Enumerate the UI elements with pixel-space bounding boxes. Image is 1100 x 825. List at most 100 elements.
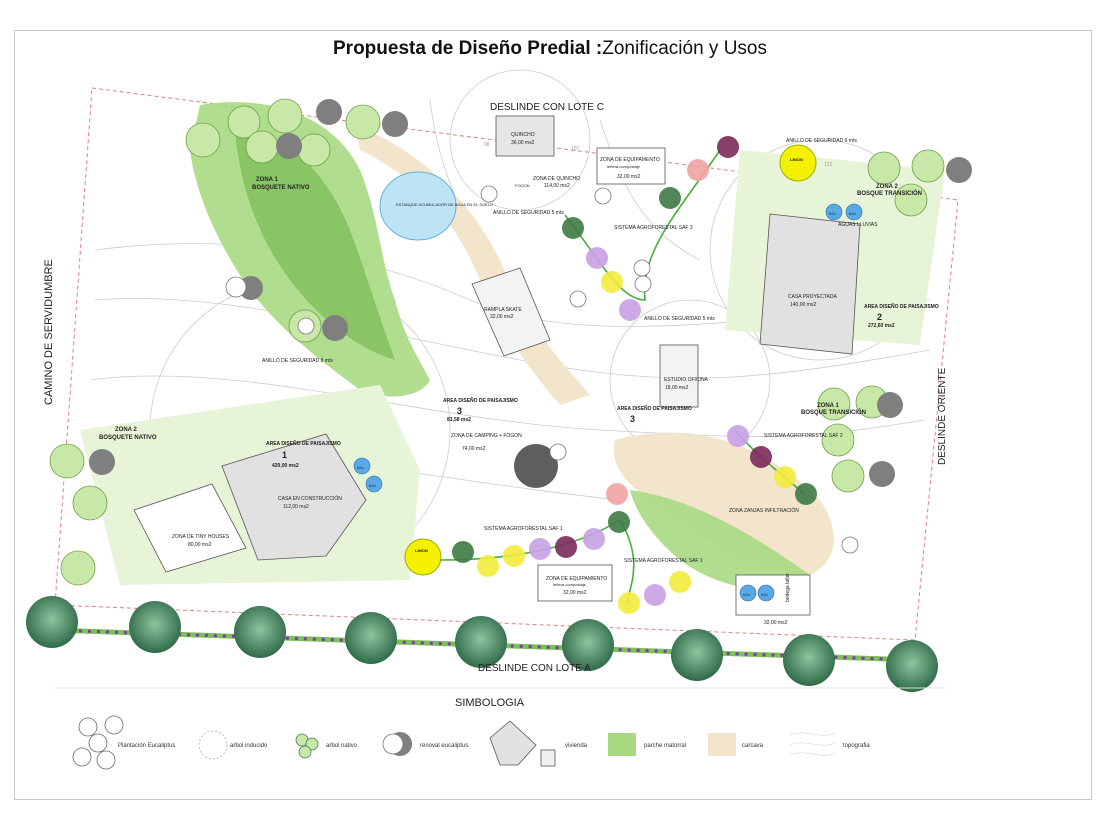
h2o-mid-2: h2o: [369, 483, 376, 488]
estudio-oficina-building: [659, 344, 699, 408]
area3-title: AREA DISEÑO DE PAISAJISMO: [443, 397, 518, 404]
ring3-label: ANILLO DE SEGURIDAD 8 mts: [262, 358, 333, 364]
saf1a-label: SISTEMA AGROFORESTAL SAF 1: [484, 526, 563, 532]
area3-size: 83,58 ms2: [447, 417, 471, 423]
limon-tree-bottom: [404, 538, 442, 576]
h2o-bot-1: h2o: [743, 592, 750, 597]
legend-symbol-renoval: [382, 732, 412, 756]
quincho-label: QUINCHO: [511, 132, 535, 138]
legend-label-4: vivienda: [565, 743, 588, 749]
h2o-bot-2: h2o: [761, 592, 768, 597]
zanjas-label: ZONA ZANJAS INFILTRACIÓN: [729, 507, 799, 514]
area2-size: 272,60 ms2: [868, 323, 895, 329]
casa-construccion-building: [221, 433, 367, 561]
legend-symbol-arbol-inducido: [198, 730, 228, 760]
z1-trans-sub: BOSQUE TRANSICIÓN: [801, 408, 866, 416]
z1-trans-title: ZONA 1: [817, 403, 839, 409]
rampla-size: 32,00 ms2: [490, 314, 514, 320]
green-patch-south: [630, 490, 810, 590]
legend-label-1: arbol inducido: [230, 743, 268, 749]
legend-symbol-arbol-nativo: [295, 733, 319, 759]
title-bold: Propuesta de Diseño Predial :: [333, 38, 603, 59]
bodega-label: bodega taller: [785, 573, 791, 602]
legend-label-0: Plantación Eucaliptus: [118, 743, 175, 749]
limon-top-label: LIMON: [790, 157, 803, 162]
hedge-trees: [26, 596, 938, 692]
estudio-size: 18,00 ms2: [665, 385, 689, 391]
equip-bot-size: 32,00 ms2: [563, 590, 587, 596]
equip-bot-sub: leñera-compostaje: [553, 582, 587, 587]
rampla-skate-building: [471, 267, 551, 357]
h2o-top-2: h2o: [849, 211, 856, 216]
equip-top-sub: leñera-compostaje: [607, 164, 641, 169]
estanque-label: ESTANQUE ACUMULADOR DE AGUA EN EL SUELO: [396, 202, 493, 207]
z2-trans-sub: BOSQUE TRANSICIÓN: [857, 189, 922, 197]
legend-label-6: carcava: [742, 743, 764, 749]
saf1b-label: SISTEMA AGROFORESTAL SAF 1: [624, 558, 703, 564]
equipamento-top-building: [596, 147, 666, 185]
z2-trans-title: ZONA 2: [876, 184, 898, 190]
h2o-mid-1: h2o: [357, 465, 364, 470]
area2-title: AREA DISEÑO DE PAISAJISMO: [864, 303, 939, 310]
equipamiento-bottom-building: [537, 564, 613, 602]
num-98: 98: [484, 142, 490, 148]
area3b-title: AREA DISEÑO DE PAISAJISMO: [617, 405, 692, 412]
area3-num: 3: [457, 406, 462, 416]
casa-proy-label: CASA PROYECTADA: [788, 294, 837, 300]
equip-bot-label: ZONA DE EQUIPAMIENTO: [546, 576, 607, 582]
legend-label-7: topografia: [843, 743, 870, 749]
area3b-num: 3: [630, 414, 635, 424]
zona1-bosquete-nativo-core: [235, 130, 395, 360]
legend-symbol-topografia: [789, 732, 836, 756]
saf2-label: SISTEMA AGROFORESTAL SAF 2: [764, 433, 843, 439]
water-tanks: [353, 203, 863, 602]
page-title: Propuesta de Diseño Predial :Zonificació…: [0, 38, 1100, 60]
rampla-label: RAMPLA SKATE: [484, 307, 522, 313]
boundary-west-label: CAMINO DE SERVIDUMBRE: [43, 259, 55, 405]
ring1-label: ANILLO DE SEGURIDAD 5 mts: [493, 210, 564, 216]
aguas-label: AGUAS LLUVIAS: [838, 222, 878, 228]
h2o-top-1: h2o: [829, 211, 836, 216]
tiny-label: ZONA DE TINY HOUSES: [172, 534, 230, 540]
casa-const-size: 112,00 ms2: [283, 504, 309, 510]
legend-label-5: parche matorral: [644, 743, 686, 749]
equip-top-size: 32,00 ms2: [617, 174, 641, 180]
legend-label-2: arbol nativo: [326, 743, 358, 749]
boundary-south-label: DESLINDE CON LOTE A: [478, 663, 591, 674]
ring2-label: ANILLO DE SEGURIDAD 5 mts: [644, 316, 715, 322]
limon-bottom-label: LIMON: [415, 548, 428, 553]
equip-top-label: ZONA DE EQUIPAMENTO: [600, 157, 660, 163]
legend-symbol-vivienda: [489, 720, 556, 767]
plan-labels: DESLINDE CON LOTE C DESLINDE CON LOTE A …: [43, 102, 948, 674]
casa-proy-size: 140,00 ms2: [790, 302, 816, 308]
z2-nativo-title: ZONA 2: [115, 427, 137, 433]
fogon-label: FOGON: [515, 183, 530, 188]
estanque-acumulador: [379, 171, 457, 241]
z1-nativo-sub: BOSQUETE NATIVO: [252, 185, 310, 191]
casa-const-label: CASA EN CONSTRUCCIÓN: [278, 495, 342, 502]
z1-nativo-title: ZONA 1: [256, 177, 278, 183]
legend-title: SIMBOLOGIA: [455, 697, 525, 709]
num-107: 107: [571, 146, 580, 152]
title-normal: Zonificación y Usos: [602, 38, 767, 59]
legend-symbol-carcava: [708, 733, 736, 756]
saf-dots: [452, 136, 817, 614]
zona-quincho-size: 114,00 ms2: [544, 183, 570, 189]
boundary-east-label: DESLINDE ORIENTE: [937, 367, 948, 465]
area1-size: 420,00 ms2: [272, 463, 299, 469]
quincho-size: 36,00 ms2: [511, 140, 535, 146]
quincho-building: [495, 115, 555, 157]
tiny-houses-building: [133, 483, 247, 573]
saf3-label: SISTEMA AGROFORESTAL SAF 3: [614, 225, 693, 231]
ring4-label: ANILLO DE SEGURIDAD 6 mts: [786, 138, 857, 144]
trees: [49, 98, 972, 586]
camping-size: 74,00 ms2: [462, 446, 486, 452]
limon-tree-top: [779, 144, 817, 182]
area1-num: 1: [282, 450, 287, 460]
buildings: [133, 115, 861, 616]
num-122: 122: [824, 162, 833, 168]
legend-symbol-parche: [608, 733, 636, 756]
estudio-label: ESTUDIO OFICINA: [664, 377, 709, 383]
